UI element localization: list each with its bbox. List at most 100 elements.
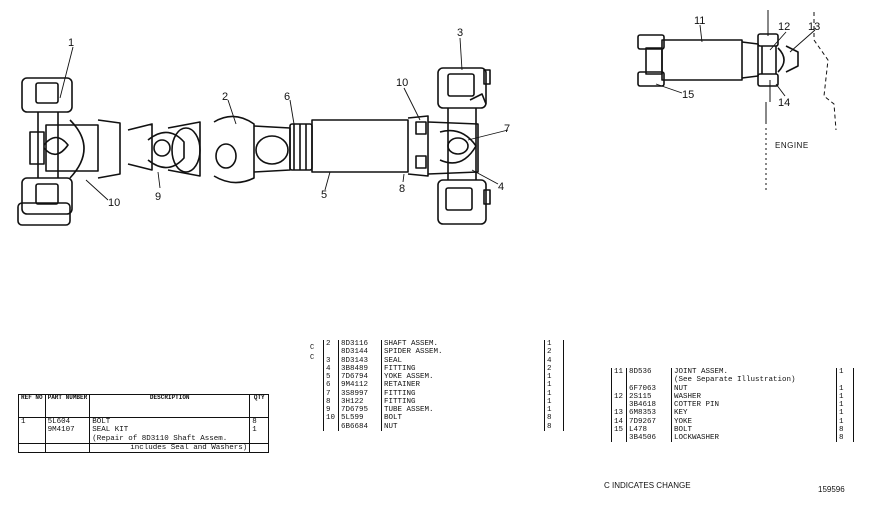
part-cell: 3B8489 xyxy=(338,364,382,373)
qty-cell: 1 xyxy=(836,417,854,426)
desc-cell: TUBE ASSEM. xyxy=(381,406,545,415)
qty-cell: 8 xyxy=(544,414,564,423)
desc-cell: SEAL xyxy=(381,356,545,365)
desc-cell: FITTING xyxy=(381,389,545,398)
qty-cell: 1 xyxy=(544,406,564,415)
part-cell: 3H122 xyxy=(338,397,382,406)
desc-cell: FITTING xyxy=(381,397,545,406)
desc-cell: WASHER xyxy=(671,392,837,401)
part-cell: 2S115 xyxy=(626,392,672,401)
tube-assembly xyxy=(289,115,429,177)
part-cell: 9M4112 xyxy=(338,381,382,390)
table-row: (See Separate Illustration) xyxy=(611,376,854,385)
ref-cell: 8 xyxy=(323,397,339,406)
ref-cell: 11 xyxy=(611,368,627,377)
ref-cell xyxy=(323,348,339,357)
desc-cell: (Repair of 8D3110 Shaft Assem. xyxy=(89,434,251,444)
part-cell: 5L604 xyxy=(44,417,91,427)
right-flange-yoke xyxy=(427,67,491,225)
desc-cell: SEAL KIT xyxy=(89,426,251,435)
callout-7: 7 xyxy=(504,123,510,135)
part-cell: 7D6794 xyxy=(338,373,382,382)
ref-cell: 4 xyxy=(323,364,339,373)
qty-cell: 8 xyxy=(836,425,854,434)
ref-cell: 12 xyxy=(611,392,627,401)
desc-cell: (See Separate Illustration) xyxy=(671,376,837,385)
part-cell xyxy=(44,442,91,454)
qty-cell: 1 xyxy=(544,381,564,390)
part-cell: 8D3143 xyxy=(338,356,382,365)
slip-joint xyxy=(127,115,291,184)
part-cell: 3B4506 xyxy=(626,434,672,443)
ref-cell xyxy=(18,442,46,454)
table-row: 1 5L604 BOLT 8 xyxy=(18,417,270,427)
qty-cell: 1 xyxy=(836,409,854,418)
part-cell: 5L599 xyxy=(338,414,382,423)
parts-table-1: REF NO PART NUMBER DESCRIPTION QTY 1 5L6… xyxy=(18,394,270,454)
header-qty: QTY xyxy=(249,394,270,418)
ref-cell xyxy=(611,384,627,393)
qty-cell: 1 xyxy=(249,426,270,435)
ref-cell: 13 xyxy=(611,409,627,418)
part-cell: 7D9267 xyxy=(626,417,672,426)
desc-cell: LOCKWASHER xyxy=(671,434,837,443)
qty-cell xyxy=(249,442,270,454)
desc-cell: BOLT xyxy=(671,425,837,434)
qty-cell: 1 xyxy=(836,384,854,393)
ref-cell: 6 xyxy=(323,381,339,390)
change-marker: C xyxy=(310,344,315,352)
part-cell: 3B4618 xyxy=(626,401,672,410)
desc-cell: YOKE xyxy=(671,417,837,426)
callout-3: 3 xyxy=(457,27,463,39)
desc-cell: NUT xyxy=(671,384,837,393)
qty-cell: 1 xyxy=(836,401,854,410)
qty-cell: 1 xyxy=(544,397,564,406)
desc-cell: SHAFT ASSEM. xyxy=(381,340,545,349)
callout-9: 9 xyxy=(155,191,161,203)
ref-cell: 3 xyxy=(323,356,339,365)
desc-cell: RETAINER xyxy=(381,381,545,390)
callout-5: 5 xyxy=(321,189,327,201)
callout-2: 2 xyxy=(222,91,228,103)
change-note: C INDICATES CHANGE xyxy=(604,481,691,490)
desc-cell: BOLT xyxy=(89,417,251,427)
callout-13: 13 xyxy=(808,21,820,33)
callout-11: 11 xyxy=(694,15,705,27)
desc-cell: KEY xyxy=(671,409,837,418)
ref-cell xyxy=(323,422,339,431)
qty-cell xyxy=(249,434,270,444)
part-cell: 9M4107 xyxy=(44,426,91,435)
desc-cell: YOKE ASSEM. xyxy=(381,373,545,382)
header-description: DESCRIPTION xyxy=(89,394,251,418)
qty-cell: 1 xyxy=(836,368,854,377)
ref-cell: 9 xyxy=(323,406,339,415)
table-row: 9M4107 SEAL KIT 1 xyxy=(18,426,270,435)
callout-4: 4 xyxy=(498,181,504,193)
desc-cell: BOLT xyxy=(381,414,545,423)
callout-6: 6 xyxy=(284,91,290,103)
qty-cell: 1 xyxy=(544,340,564,349)
table-row: includes Seal and Washers) xyxy=(18,442,270,454)
part-cell: 6M8353 xyxy=(626,409,672,418)
qty-cell: 8 xyxy=(836,434,854,443)
qty-cell: 1 xyxy=(544,389,564,398)
header-part-number: PART NUMBER xyxy=(44,394,91,418)
part-cell xyxy=(626,376,672,385)
callout-10-right: 10 xyxy=(396,77,408,89)
part-cell: 8D3144 xyxy=(338,348,382,357)
callout-15: 15 xyxy=(682,89,694,101)
ref-cell xyxy=(18,434,46,444)
callout-1: 1 xyxy=(68,37,74,49)
qty-cell: 1 xyxy=(544,373,564,382)
part-cell: 3S8997 xyxy=(338,389,382,398)
